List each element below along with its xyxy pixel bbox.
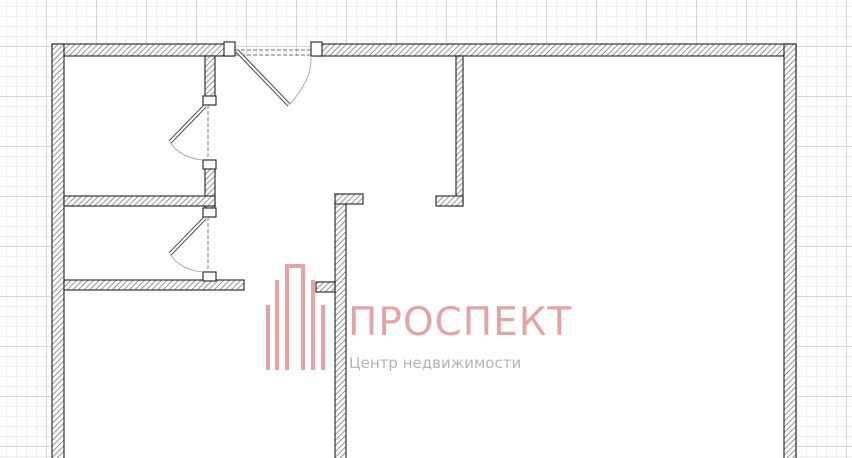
watermark-brand: ПРОСПЕКТ (348, 300, 573, 345)
wall-room-divider-top (455, 55, 464, 207)
closet-door-1 (168, 104, 209, 161)
wall-right (783, 43, 797, 458)
wall-closet-divider (63, 195, 216, 207)
rooms (64, 56, 784, 458)
wall-top-right (315, 43, 797, 57)
wall-stub-top (334, 193, 364, 205)
wall-room-divider-bottom (334, 193, 347, 458)
wall-closet-bottom (63, 279, 245, 291)
wall-left (51, 43, 65, 458)
closet-door-2 (168, 216, 209, 273)
walls (51, 43, 797, 458)
watermark-tagline: Центр недвижимости (349, 354, 522, 372)
entrance-door (235, 49, 312, 107)
door-jambs (202, 41, 323, 282)
wall-room-divider-stub (435, 195, 464, 207)
wall-top-left (51, 43, 233, 57)
wall-closet-vertical-top (204, 55, 216, 103)
wall-stub-left (315, 281, 336, 293)
logo-mark-icon (266, 264, 325, 370)
